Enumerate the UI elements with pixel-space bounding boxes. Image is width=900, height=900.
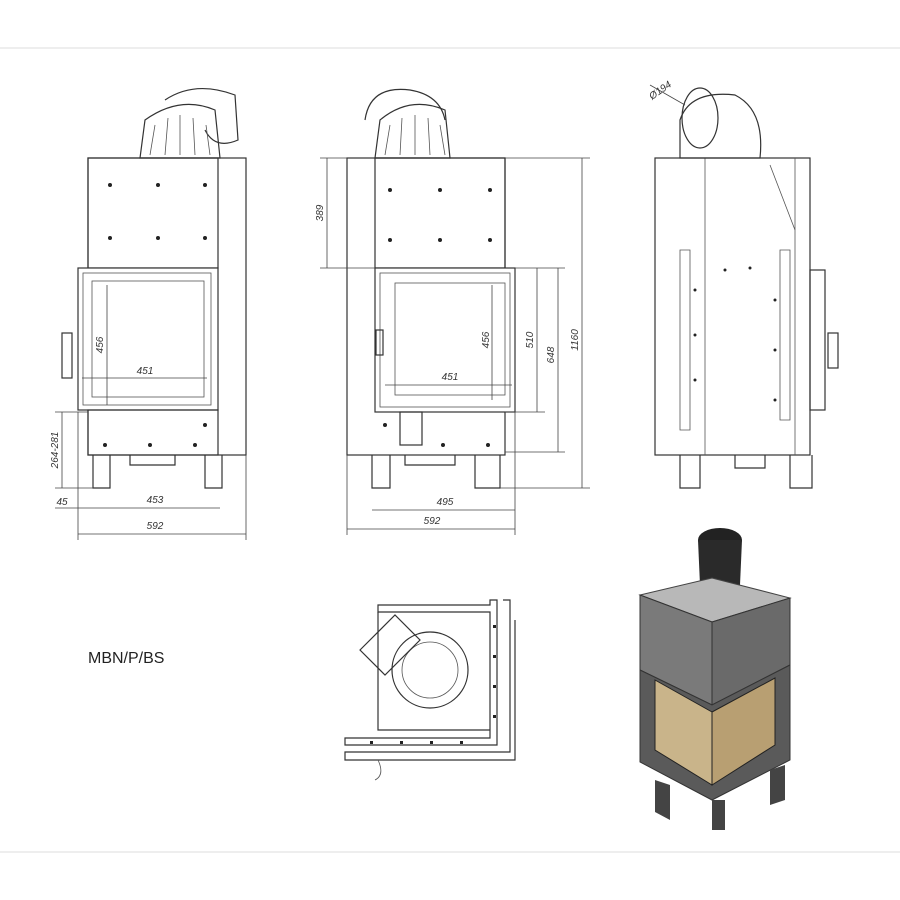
front-view-right: 389 456 451 510 648 1160 495 592 [315,88,590,535]
flue-outlet [139,103,221,159]
fireplace-3d-render [638,528,792,830]
dim-base-height: 264-281 [50,432,61,470]
dim-inner-width: 453 [147,495,164,506]
dim-top-height: 389 [315,204,326,221]
side-view: Ø194 [647,79,839,489]
flue-elbow [164,87,239,144]
dim-flue-diameter: Ø194 [647,79,675,103]
door-handle [61,332,73,379]
dim-glass-height-right: 456 [481,331,492,348]
dim-total-width: 592 [147,521,164,532]
model-label: MBN/P/BS [88,650,165,667]
dim-glass-height: 456 [95,336,106,353]
dim-total-width-right: 592 [424,516,441,527]
dim-offset: 45 [56,497,68,508]
dim-door-height: 510 [525,331,536,348]
door [77,267,219,411]
dim-glass-width: 451 [137,366,154,377]
front-view-left: 456 451 264-281 45 453 592 [50,87,247,540]
dim-inner-width-right: 495 [437,497,454,508]
top-view [344,599,516,781]
dim-glass-width-right: 451 [442,372,459,383]
dim-opening-height: 648 [546,346,557,363]
door [374,267,516,413]
dim-total-height: 1160 [570,329,581,351]
